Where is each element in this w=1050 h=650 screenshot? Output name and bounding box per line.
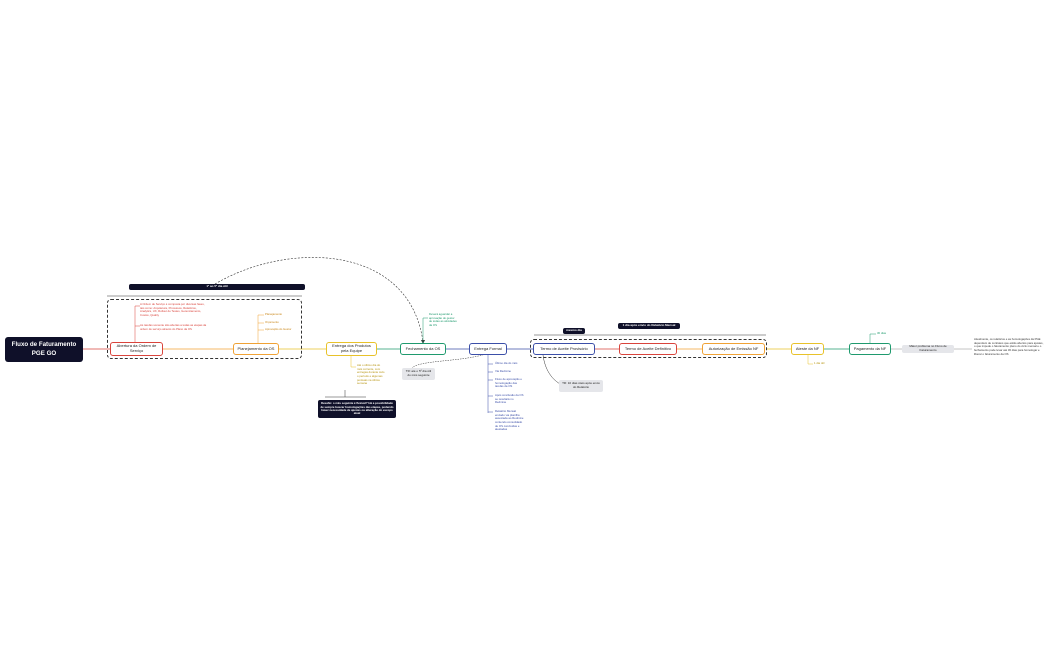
node-ateste[interactable]: Ateste da NF — [791, 343, 824, 355]
abertura-note-1: A Ordem de Serviço é composta por divers… — [140, 302, 205, 317]
node-autorizacao[interactable]: Autorização de Emissão NF — [702, 343, 765, 355]
entrega-formal-note-5: Relatório Mensal enviado via planilha as… — [495, 409, 524, 432]
solucao-note: Atualmente, os relatórios e as homologaç… — [974, 337, 1044, 356]
mesmo-dia-label: mesmo dia — [563, 328, 585, 334]
node-termo-provisorio[interactable]: Termo de Aceite Provisório — [533, 343, 595, 355]
node-pagamento[interactable]: Pagamento da NF — [849, 343, 891, 355]
fechamento-note: Deverá aguardar a aprovação do gestor de… — [429, 312, 457, 327]
root-title[interactable]: Fluxo de Faturamento PGE GO — [5, 337, 83, 362]
tr-10dias-note: TR: 10 dias úteis após envio do Relatóri… — [559, 380, 603, 392]
node-abertura[interactable]: Abertura da Ordem de Serviço — [110, 342, 163, 356]
maior-problema-node[interactable]: Maior problema no Fluxo de Faturamento — [902, 345, 954, 353]
entrega-formal-note-1: Último dia do mês — [495, 361, 518, 365]
node-termo-definitivo[interactable]: Termo de Aceite Definitivo — [619, 343, 677, 355]
period-label: 1º ao 5º dia útil — [129, 284, 305, 290]
planejamento-note-3: Aprovação do Gestor — [265, 327, 292, 331]
pagamento-note: 30 dias — [877, 331, 887, 335]
node-planejamento[interactable]: Planejamento da OS — [233, 343, 279, 355]
planejamento-note-1: Planejamento — [265, 312, 283, 316]
entrega-formal-note-4: Após conclusão da OS se resultará no Red… — [495, 393, 524, 405]
entrega-formal-note-2: Via Redmine — [495, 369, 511, 373]
tr-ate5-note: TR: até o 5º dia útil do mês seguinte — [402, 368, 435, 380]
aceite-group-box — [530, 339, 767, 358]
node-entrega-formal[interactable]: Entrega Formal — [469, 343, 507, 355]
abertura-group-box — [107, 299, 302, 359]
desafio-label: Desafio: o mês seguinte é flexível? Há a… — [318, 400, 396, 418]
abertura-note-2: As tarefas somente são abertas a todas a… — [140, 323, 207, 331]
node-entrega-produtos[interactable]: Entrega dos Produtos pela Equipe — [326, 342, 377, 356]
ate-ultimo-note: Até o último dia do mês corrente, com en… — [357, 363, 385, 386]
ateste-note: 1 dia útil — [814, 361, 825, 365]
planejamento-note-2: Orçamento — [265, 320, 279, 324]
entrega-formal-note-3: Fluxo de aprovação e homologação das tar… — [495, 377, 522, 389]
relatorio-label: 1 dia após envio do Relatório Mensal — [618, 323, 680, 329]
node-fechamento[interactable]: Fechamento da OS — [400, 343, 446, 355]
